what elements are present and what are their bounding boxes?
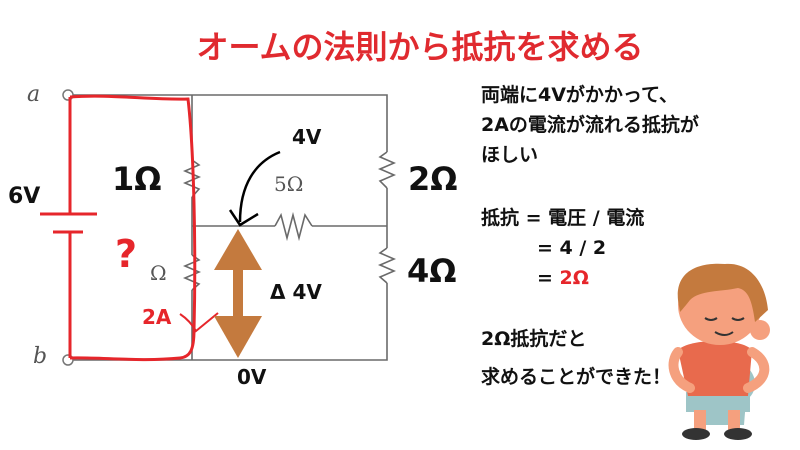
formula-equals: = [537, 267, 560, 289]
resistor-1ohm [182, 159, 202, 198]
unknown-resistor-question: ? [115, 232, 138, 276]
formula-line-2: = 4 / 2 [537, 237, 607, 259]
node-a-label: a [27, 82, 41, 107]
explanation-line-3: ほしい [481, 144, 539, 166]
explanation-line-1: 両端に4Vがかかって、 [481, 84, 679, 106]
r1-label: 1Ω [112, 160, 162, 198]
resistor-5ohm [274, 211, 313, 242]
formula-result: 2Ω [559, 267, 589, 289]
unknown-resistor-symbol: Ω [150, 261, 167, 285]
boy-illustration [668, 263, 770, 440]
conclusion-line-1: 2Ω抵抗だと [481, 328, 587, 350]
r4-label: 4Ω [407, 252, 457, 290]
node-b-label: b [33, 344, 48, 369]
current-label: 2A [142, 305, 172, 329]
r2-label: 2Ω [408, 160, 458, 198]
resistor-2ohm [377, 151, 397, 189]
formula-line-3: = 2Ω [537, 263, 589, 293]
conclusion-line-2: 求めることができた！ [481, 366, 672, 388]
red-loop-annotation [40, 94, 197, 362]
current-arrow-mark [179, 312, 219, 333]
formula-line-1: 抵抗 = 電圧 / 電流 [481, 207, 645, 229]
battery-voltage-label: 6V [8, 184, 41, 209]
r5-label: 5Ω [274, 172, 304, 196]
top-node-voltage-label: 4V [292, 125, 322, 149]
resistor-4ohm [377, 247, 397, 284]
resistor-unknown [182, 254, 202, 291]
delta-voltage-label: Δ 4V [270, 280, 322, 304]
voltage-pointer-arrow [228, 150, 281, 227]
explanation-line-2: 2Aの電流が流れる抵抗が [481, 114, 699, 136]
delta-voltage-double-arrow [214, 229, 262, 358]
page-title: オームの法則から抵抗を求める [196, 28, 644, 66]
bottom-node-voltage-label: 0V [237, 365, 267, 389]
